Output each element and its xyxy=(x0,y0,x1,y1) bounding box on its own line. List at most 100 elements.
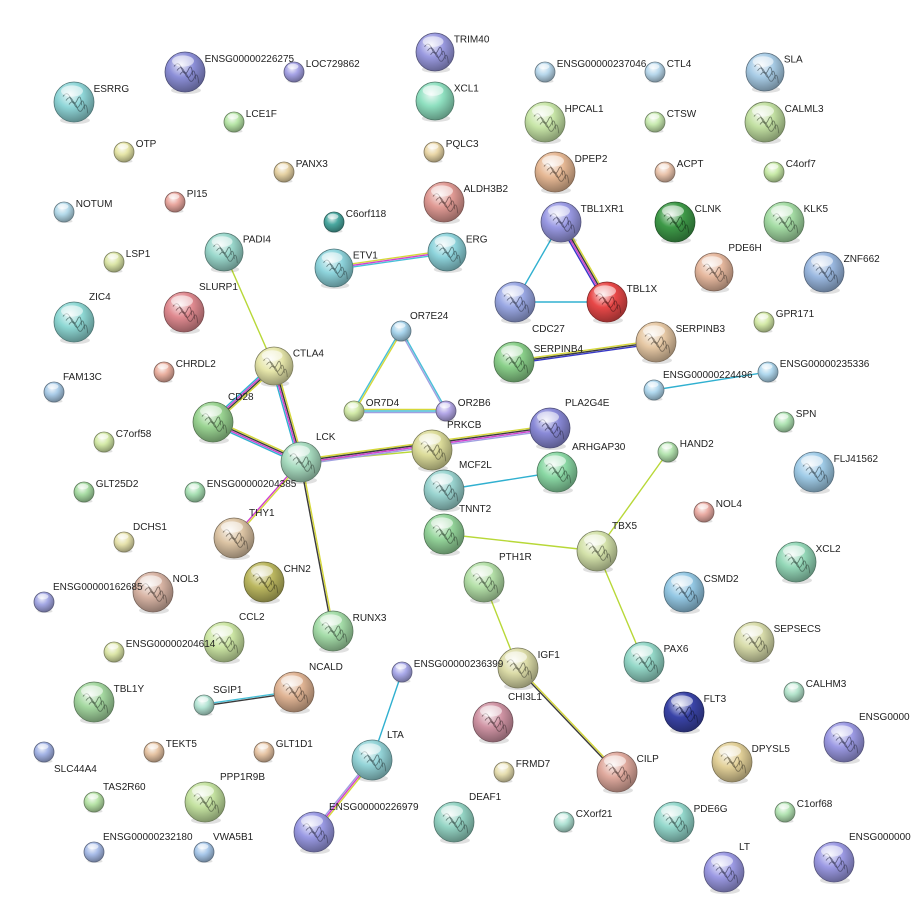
node-arhgap30[interactable]: ARHGAP30 xyxy=(536,442,626,494)
node-nol3[interactable]: NOL3 xyxy=(132,571,199,615)
node-hpcal1[interactable]: HPCAL1 xyxy=(524,101,604,144)
node-ensg00000235336[interactable]: ENSG00000235336 xyxy=(757,359,870,384)
node-chrdl2[interactable]: CHRDL2 xyxy=(153,359,216,384)
node-flt3[interactable]: FLT3 xyxy=(663,691,727,735)
node-ensg0000[interactable]: ENSG0000 xyxy=(823,712,910,765)
node-panx3[interactable]: PANX3 xyxy=(273,159,328,183)
node-pth1r[interactable]: PTH1R xyxy=(463,552,532,605)
node-vwa5b1[interactable]: VWA5B1 xyxy=(193,832,254,863)
node-dpep2[interactable]: DPEP2 xyxy=(534,151,608,194)
node-dpysl5[interactable]: DPYSL5 xyxy=(711,741,790,785)
node-ensg00000236399[interactable]: ENSG00000236399 xyxy=(391,659,504,683)
node-slurp1[interactable]: SLURP1 xyxy=(163,282,238,334)
node-ensg00000204614[interactable]: ENSG00000204614 xyxy=(103,639,216,663)
node-lta[interactable]: LTA xyxy=(351,730,404,783)
node-cxorf21[interactable]: CXorf21 xyxy=(553,809,613,833)
node-tbl1y[interactable]: TBL1Y xyxy=(73,681,145,725)
node-tekt5[interactable]: TEKT5 xyxy=(143,739,197,763)
node-cd28[interactable]: CD28 xyxy=(192,392,254,444)
node-acpt[interactable]: ACPT xyxy=(654,159,703,183)
node-cilp[interactable]: CILP xyxy=(596,751,659,795)
node-glt25d2[interactable]: GLT25D2 xyxy=(73,479,139,504)
node-spn[interactable]: SPN xyxy=(773,409,816,434)
node-deaf1[interactable]: DEAF1 xyxy=(433,792,502,845)
node-ctsw[interactable]: CTSW xyxy=(644,109,697,133)
node-or7d4[interactable]: OR7D4 xyxy=(343,398,400,423)
node-cdc27[interactable]: CDC27 xyxy=(494,281,565,335)
node-chn2[interactable]: CHN2 xyxy=(243,561,311,605)
node-clnk[interactable]: CLNK xyxy=(654,201,722,244)
node-pi15[interactable]: PI15 xyxy=(164,189,208,213)
node-or2b6[interactable]: OR2B6 xyxy=(435,398,491,423)
node-flj41562[interactable]: FLJ41562 xyxy=(793,451,879,494)
node-frmd7[interactable]: FRMD7 xyxy=(493,759,551,783)
node-esrrg[interactable]: ESRRG xyxy=(53,81,129,124)
node-otp[interactable]: OTP xyxy=(113,139,157,163)
node-gpr171[interactable]: GPR171 xyxy=(753,309,815,334)
node-sgip1[interactable]: SGIP1 xyxy=(193,685,243,716)
node-sla[interactable]: SLA xyxy=(745,52,803,93)
node-or7e24[interactable]: OR7E24 xyxy=(390,311,449,343)
node-aldh3b2[interactable]: ALDH3B2 xyxy=(423,181,509,224)
node-slc44a4[interactable]: SLC44A4 xyxy=(33,741,97,775)
node-notum[interactable]: NOTUM xyxy=(53,199,112,223)
node-pde6h[interactable]: PDE6H xyxy=(694,243,762,293)
node-ensg00000237046[interactable]: ENSG00000237046 xyxy=(534,59,647,83)
node-thy1[interactable]: THY1 xyxy=(213,508,275,561)
node-lce1f[interactable]: LCE1F xyxy=(223,109,277,133)
node-xcl1[interactable]: XCL1 xyxy=(415,81,479,122)
node-padi4[interactable]: PADI4 xyxy=(204,232,271,273)
node-ppp1r9b[interactable]: PPP1R9B xyxy=(184,772,265,825)
node-pax6[interactable]: PAX6 xyxy=(623,641,689,685)
node-runx3[interactable]: RUNX3 xyxy=(312,610,387,654)
node-mcf2l[interactable]: MCF2L xyxy=(423,460,492,512)
node-ensg000000[interactable]: ENSG000000 xyxy=(813,832,911,885)
node-serpinb3[interactable]: SERPINB3 xyxy=(635,321,726,364)
node-sepsecs[interactable]: SEPSECS xyxy=(733,621,821,665)
node-csmd2[interactable]: CSMD2 xyxy=(663,571,739,615)
node-ctla4[interactable]: CTLA4 xyxy=(254,346,324,387)
node-tnnt2[interactable]: TNNT2 xyxy=(423,504,492,557)
node-pde6g[interactable]: PDE6G xyxy=(653,801,728,845)
node-xcl2[interactable]: XCL2 xyxy=(775,541,841,585)
node-pla2g4e[interactable]: PLA2G4E xyxy=(529,398,610,450)
node-erg[interactable]: ERG xyxy=(427,232,488,273)
node-glt1d1[interactable]: GLT1D1 xyxy=(253,739,313,763)
node-hand2[interactable]: HAND2 xyxy=(657,439,714,464)
node-lt[interactable]: LT xyxy=(703,842,750,895)
node-tbl1x[interactable]: TBL1X xyxy=(586,281,658,324)
node-dchs1[interactable]: DCHS1 xyxy=(113,522,167,553)
node-ensg00000204385[interactable]: ENSG00000204385 xyxy=(184,479,297,504)
node-igf1[interactable]: IGF1 xyxy=(497,647,560,691)
node-nol4[interactable]: NOL4 xyxy=(693,499,742,523)
node-c4orf7[interactable]: C4orf7 xyxy=(763,159,816,183)
node-calml3[interactable]: CALML3 xyxy=(744,101,824,144)
node-lsp1[interactable]: LSP1 xyxy=(103,249,151,274)
node-tbl1xr1[interactable]: TBL1XR1 xyxy=(540,201,624,244)
node-ensg00000162685[interactable]: ENSG00000162685 xyxy=(33,582,143,613)
node-pqlc3[interactable]: PQLC3 xyxy=(423,139,479,163)
node-ensg00000226979[interactable]: ENSG00000226979 xyxy=(293,802,419,855)
node-ccl2[interactable]: CCL2 xyxy=(203,612,265,665)
node-ncald[interactable]: NCALD xyxy=(273,662,343,715)
node-lck[interactable]: LCK xyxy=(280,432,336,484)
node-c6orf118[interactable]: C6orf118 xyxy=(323,209,387,233)
node-etv1[interactable]: ETV1 xyxy=(314,248,378,289)
node-c1orf68[interactable]: C1orf68 xyxy=(774,799,833,823)
node-klk5[interactable]: KLK5 xyxy=(763,201,829,244)
node-chi3l1[interactable]: CHI3L1 xyxy=(472,692,542,745)
node-loc729862[interactable]: LOC729862 xyxy=(283,59,360,83)
node-c7orf58[interactable]: C7orf58 xyxy=(93,429,152,454)
node-serpinb4[interactable]: SERPINB4 xyxy=(493,341,584,384)
node-prkcb[interactable]: PRKCB xyxy=(411,420,482,472)
node-trim40[interactable]: TRIM40 xyxy=(415,32,490,73)
node-ensg00000224496[interactable]: ENSG00000224496 xyxy=(643,370,753,402)
node-ensg00000232180[interactable]: ENSG00000232180 xyxy=(83,832,193,863)
node-calhm3[interactable]: CALHM3 xyxy=(783,679,847,703)
node-ensg00000226275[interactable]: ENSG00000226275 xyxy=(164,51,295,94)
node-zic4[interactable]: ZIC4 xyxy=(53,292,111,344)
node-ctl4[interactable]: CTL4 xyxy=(644,59,692,83)
node-fam13c[interactable]: FAM13C xyxy=(43,372,102,404)
node-tbx5[interactable]: TBX5 xyxy=(576,521,637,574)
node-znf662[interactable]: ZNF662 xyxy=(803,251,880,294)
